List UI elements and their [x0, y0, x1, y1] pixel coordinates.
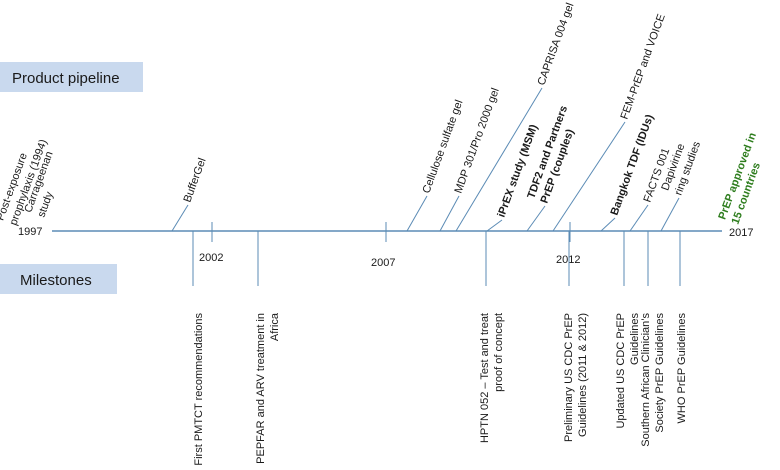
pipeline-header: Product pipeline	[12, 70, 120, 87]
pipeline-connector-facts-001	[629, 204, 649, 232]
pipeline-connector-iprex-study-msm	[486, 219, 503, 232]
milestone-events: First PMTCT recommendations PEPFAR and AR…	[192, 231, 688, 466]
year-label-2002: 2002	[199, 252, 223, 264]
year-label-2007: 2007	[371, 257, 395, 269]
pipeline-event-fem-prep-and-voice: FEM-PrEP and VOICE	[619, 13, 668, 121]
pipeline-event-caprisa-004-gel: CAPRISA 004 gel	[536, 1, 577, 87]
pipeline-header-band	[0, 62, 143, 92]
pipeline-events: Post-exposureprophylaxis (1994)Carrageen…	[0, 1, 772, 232]
milestones-header: Milestones	[20, 272, 92, 289]
year-label-start: 1997	[18, 226, 42, 238]
pipeline-event-prep-approved-in-15-countries: PrEP approved in15 countries	[716, 131, 772, 226]
milestones-header-band	[0, 264, 117, 294]
pipeline-connector-dapivirine-ring-studies	[660, 197, 680, 232]
year-label-2012: 2012	[556, 254, 580, 266]
year-label-end: 2017	[729, 227, 753, 239]
pipeline-event-tdf2-and-partners-prep-couples: TDF2 and PartnersPrEP (couples)	[525, 104, 583, 205]
pipeline-connector-cellulose-sulfate-gel	[406, 195, 428, 232]
pipeline-connector-mdp-301-pro-2000-gel	[439, 195, 460, 232]
pipeline-connector-bangkok-tdf-idus	[600, 217, 616, 232]
pipeline-event-buffergel: BufferGel	[182, 156, 209, 204]
pipeline-connector-fem-prep-and-voice	[552, 121, 626, 232]
pipeline-connector-caprisa-004-gel	[455, 87, 543, 232]
milestone-event-who-prep-guidelines: WHO PrEP Guidelines	[676, 313, 688, 424]
pipeline-connector-tdf2-and-partners-prep-couples	[526, 205, 546, 232]
pipeline-connector-buffergel	[171, 204, 189, 232]
milestone-event-first-pmtct-recommendations: First PMTCT recommendations	[193, 313, 205, 466]
